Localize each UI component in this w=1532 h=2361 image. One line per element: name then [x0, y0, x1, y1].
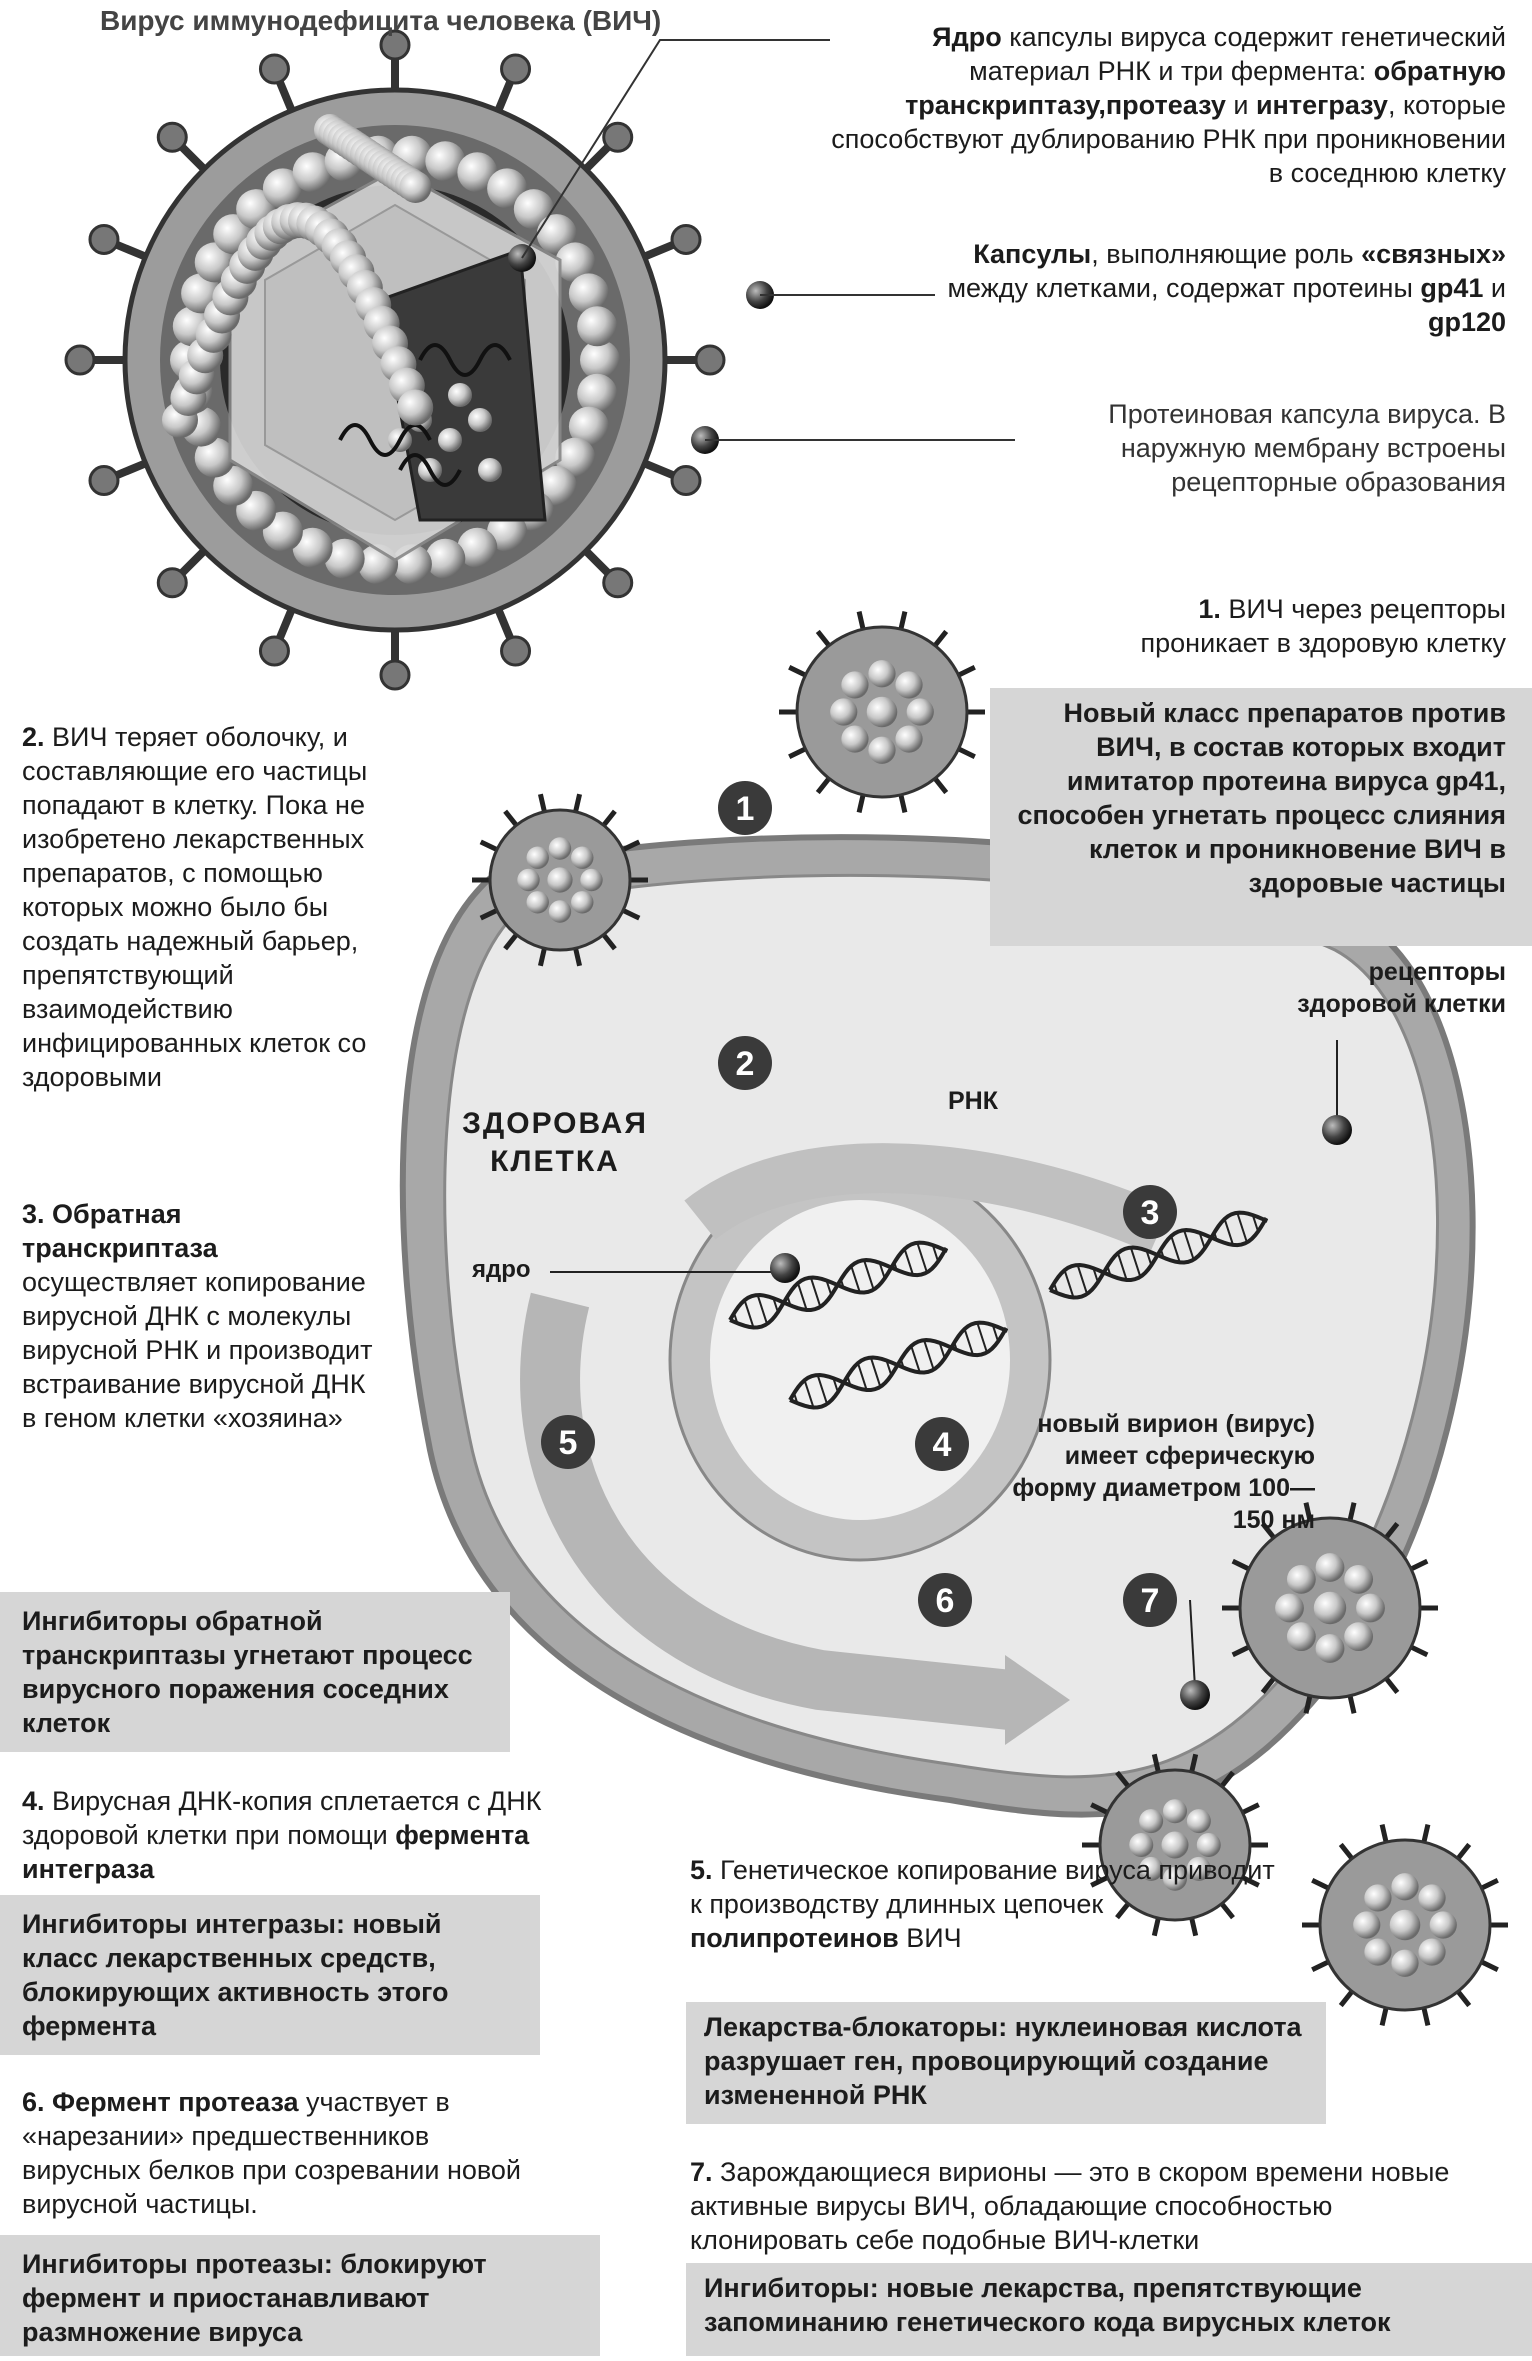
step-marker-3	[1123, 1185, 1177, 1239]
receptors-label: рецепторы здоровой клетки	[1297, 958, 1506, 1018]
step-3-body: осуществляет копирование вирусной ДНК с …	[22, 1267, 373, 1433]
step-7-drug-text: Ингибиторы: новые лекарства, препятствую…	[704, 2273, 1391, 2337]
core-callout-enzyme-protease: протеазу	[1105, 90, 1226, 120]
step-1-number: 1.	[1198, 594, 1221, 624]
step-2-text: 2. ВИЧ теряет оболочку, и составляющие е…	[22, 720, 422, 1094]
capsules-text: , выполняющие роль	[1091, 239, 1362, 269]
step-marker-label-7: 7	[1141, 1582, 1160, 1620]
step-7-drug-box: Ингибиторы: новые лекарства, препятствую…	[686, 2263, 1532, 2356]
step-marker-label-2: 2	[736, 1045, 755, 1083]
step-7-text: 7. Зарождающиеся вирионы — это в скором …	[690, 2155, 1490, 2257]
step-marker-1	[718, 781, 772, 835]
step-1-drug-box: Новый класс препаратов против ВИЧ, в сос…	[990, 688, 1532, 946]
step-5-drug-text: Лекарства-блокаторы: нуклеиновая кислота…	[704, 2012, 1302, 2110]
capsules-callout: Капсулы, выполняющие роль «связных» межд…	[940, 237, 1506, 339]
core-callout: Ядро капсулы вируса содержит генетически…	[830, 20, 1506, 190]
step-4-number: 4.	[22, 1786, 45, 1816]
step-6-text: 6. Фермент протеаза участвует в «нарезан…	[22, 2085, 542, 2221]
step-marker-7	[1123, 1573, 1177, 1627]
capsules-gp41: gp41	[1420, 273, 1484, 303]
capsules-text-2: между клетками, содержат протеины	[947, 273, 1421, 303]
step-4-text: 4. Вирусная ДНК-копия сплетается с ДНК з…	[22, 1784, 582, 1886]
step-marker-6	[918, 1573, 972, 1627]
virion-label: новый вирион (вирус) имеет сферическую ф…	[1012, 1410, 1315, 1534]
step-3-drug-text: Ингибиторы обратной транскриптазы угнета…	[22, 1606, 473, 1738]
step-4-drug-box: Ингибиторы интегразы: новый класс лекарс…	[0, 1895, 540, 2055]
step-5-tail: ВИЧ	[898, 1923, 962, 1953]
step-5-number: 5.	[690, 1855, 713, 1885]
step-3-drug-box: Ингибиторы обратной транскриптазы угнета…	[0, 1592, 510, 1752]
capsules-svyaznye: «связных»	[1361, 239, 1506, 269]
step-3-number: 3. Обратная транскриптаза	[22, 1199, 218, 1263]
healthy-cell-label: ЗДОРОВАЯ КЛЕТКА	[462, 1107, 648, 1178]
step-4-enzyme: фермента интеграза	[22, 1820, 530, 1884]
step-2-number: 2.	[22, 722, 45, 752]
step-1-text: 1. ВИЧ через рецепторы проникает в здоро…	[1070, 592, 1506, 660]
core-callout-text: капсулы вируса содержит генетический мат…	[969, 22, 1506, 86]
capsules-gp120: gp120	[1427, 307, 1506, 337]
step-6-drug-text: Ингибиторы протеазы: блокируют фермент и…	[22, 2249, 487, 2347]
rna-label: РНК	[948, 1087, 998, 1115]
nucleus-label: ядро	[472, 1256, 531, 1283]
capsules-lead: Капсулы	[973, 239, 1092, 269]
step-3-text: 3. Обратная транскриптаза осуществляет к…	[22, 1197, 382, 1435]
step-marker-4	[915, 1417, 969, 1471]
protein-capsule-callout: Протеиновая капсула вируса. В наружную м…	[1108, 399, 1506, 497]
step-marker-2	[718, 1036, 772, 1090]
core-callout-enzyme-rt: обратную транскриптазу,	[905, 56, 1506, 120]
step-5-text: 5. Генетическое копирование вируса приво…	[690, 1853, 1280, 1955]
step-marker-label-5: 5	[559, 1424, 578, 1462]
step-6-body: участвует в «нарезании» предшественников…	[22, 2087, 522, 2219]
step-2-body: ВИЧ теряет оболочку, и составляющие его …	[22, 722, 368, 1092]
core-callout-enzyme-integrase: интегразу	[1255, 90, 1388, 120]
core-callout-and: и	[1225, 90, 1256, 120]
step-5-drug-box: Лекарства-блокаторы: нуклеиновая кислота…	[686, 2002, 1326, 2124]
step-5-body: Генетическое копирование вируса приводит…	[690, 1855, 1275, 1919]
step-1-body: ВИЧ через рецепторы проникает в здоровую…	[1140, 594, 1506, 658]
step-1-drug-text: Новый класс препаратов против ВИЧ, в сос…	[1017, 698, 1506, 898]
step-marker-label-6: 6	[936, 1582, 955, 1620]
step-6-number: 6. Фермент протеаза	[22, 2087, 299, 2117]
core-callout-tail: , которые способствуют дублированию РНК …	[831, 90, 1506, 188]
core-callout-lead: Ядро	[932, 22, 1002, 52]
step-5-polyproteins: полипротеинов	[690, 1923, 899, 1953]
step-7-body: Зарождающиеся вирионы — это в скором вре…	[690, 2157, 1450, 2255]
diagram-title: Вирус иммунодефицита человека (ВИЧ)	[100, 5, 662, 36]
step-4-drug-text: Ингибиторы интегразы: новый класс лекарс…	[22, 1909, 449, 2041]
capsules-and: и	[1483, 273, 1506, 303]
step-4-body: Вирусная ДНК-копия сплетается с ДНК здор…	[22, 1786, 542, 1850]
hiv-virion-illustration	[64, 29, 774, 691]
step-marker-label-3: 3	[1141, 1194, 1160, 1232]
step-7-number: 7.	[690, 2157, 713, 2187]
step-marker-label-4: 4	[933, 1426, 952, 1464]
step-marker-label-1: 1	[736, 790, 755, 828]
step-6-drug-box: Ингибиторы протеазы: блокируют фермент и…	[0, 2235, 600, 2356]
step-marker-5	[541, 1415, 595, 1469]
